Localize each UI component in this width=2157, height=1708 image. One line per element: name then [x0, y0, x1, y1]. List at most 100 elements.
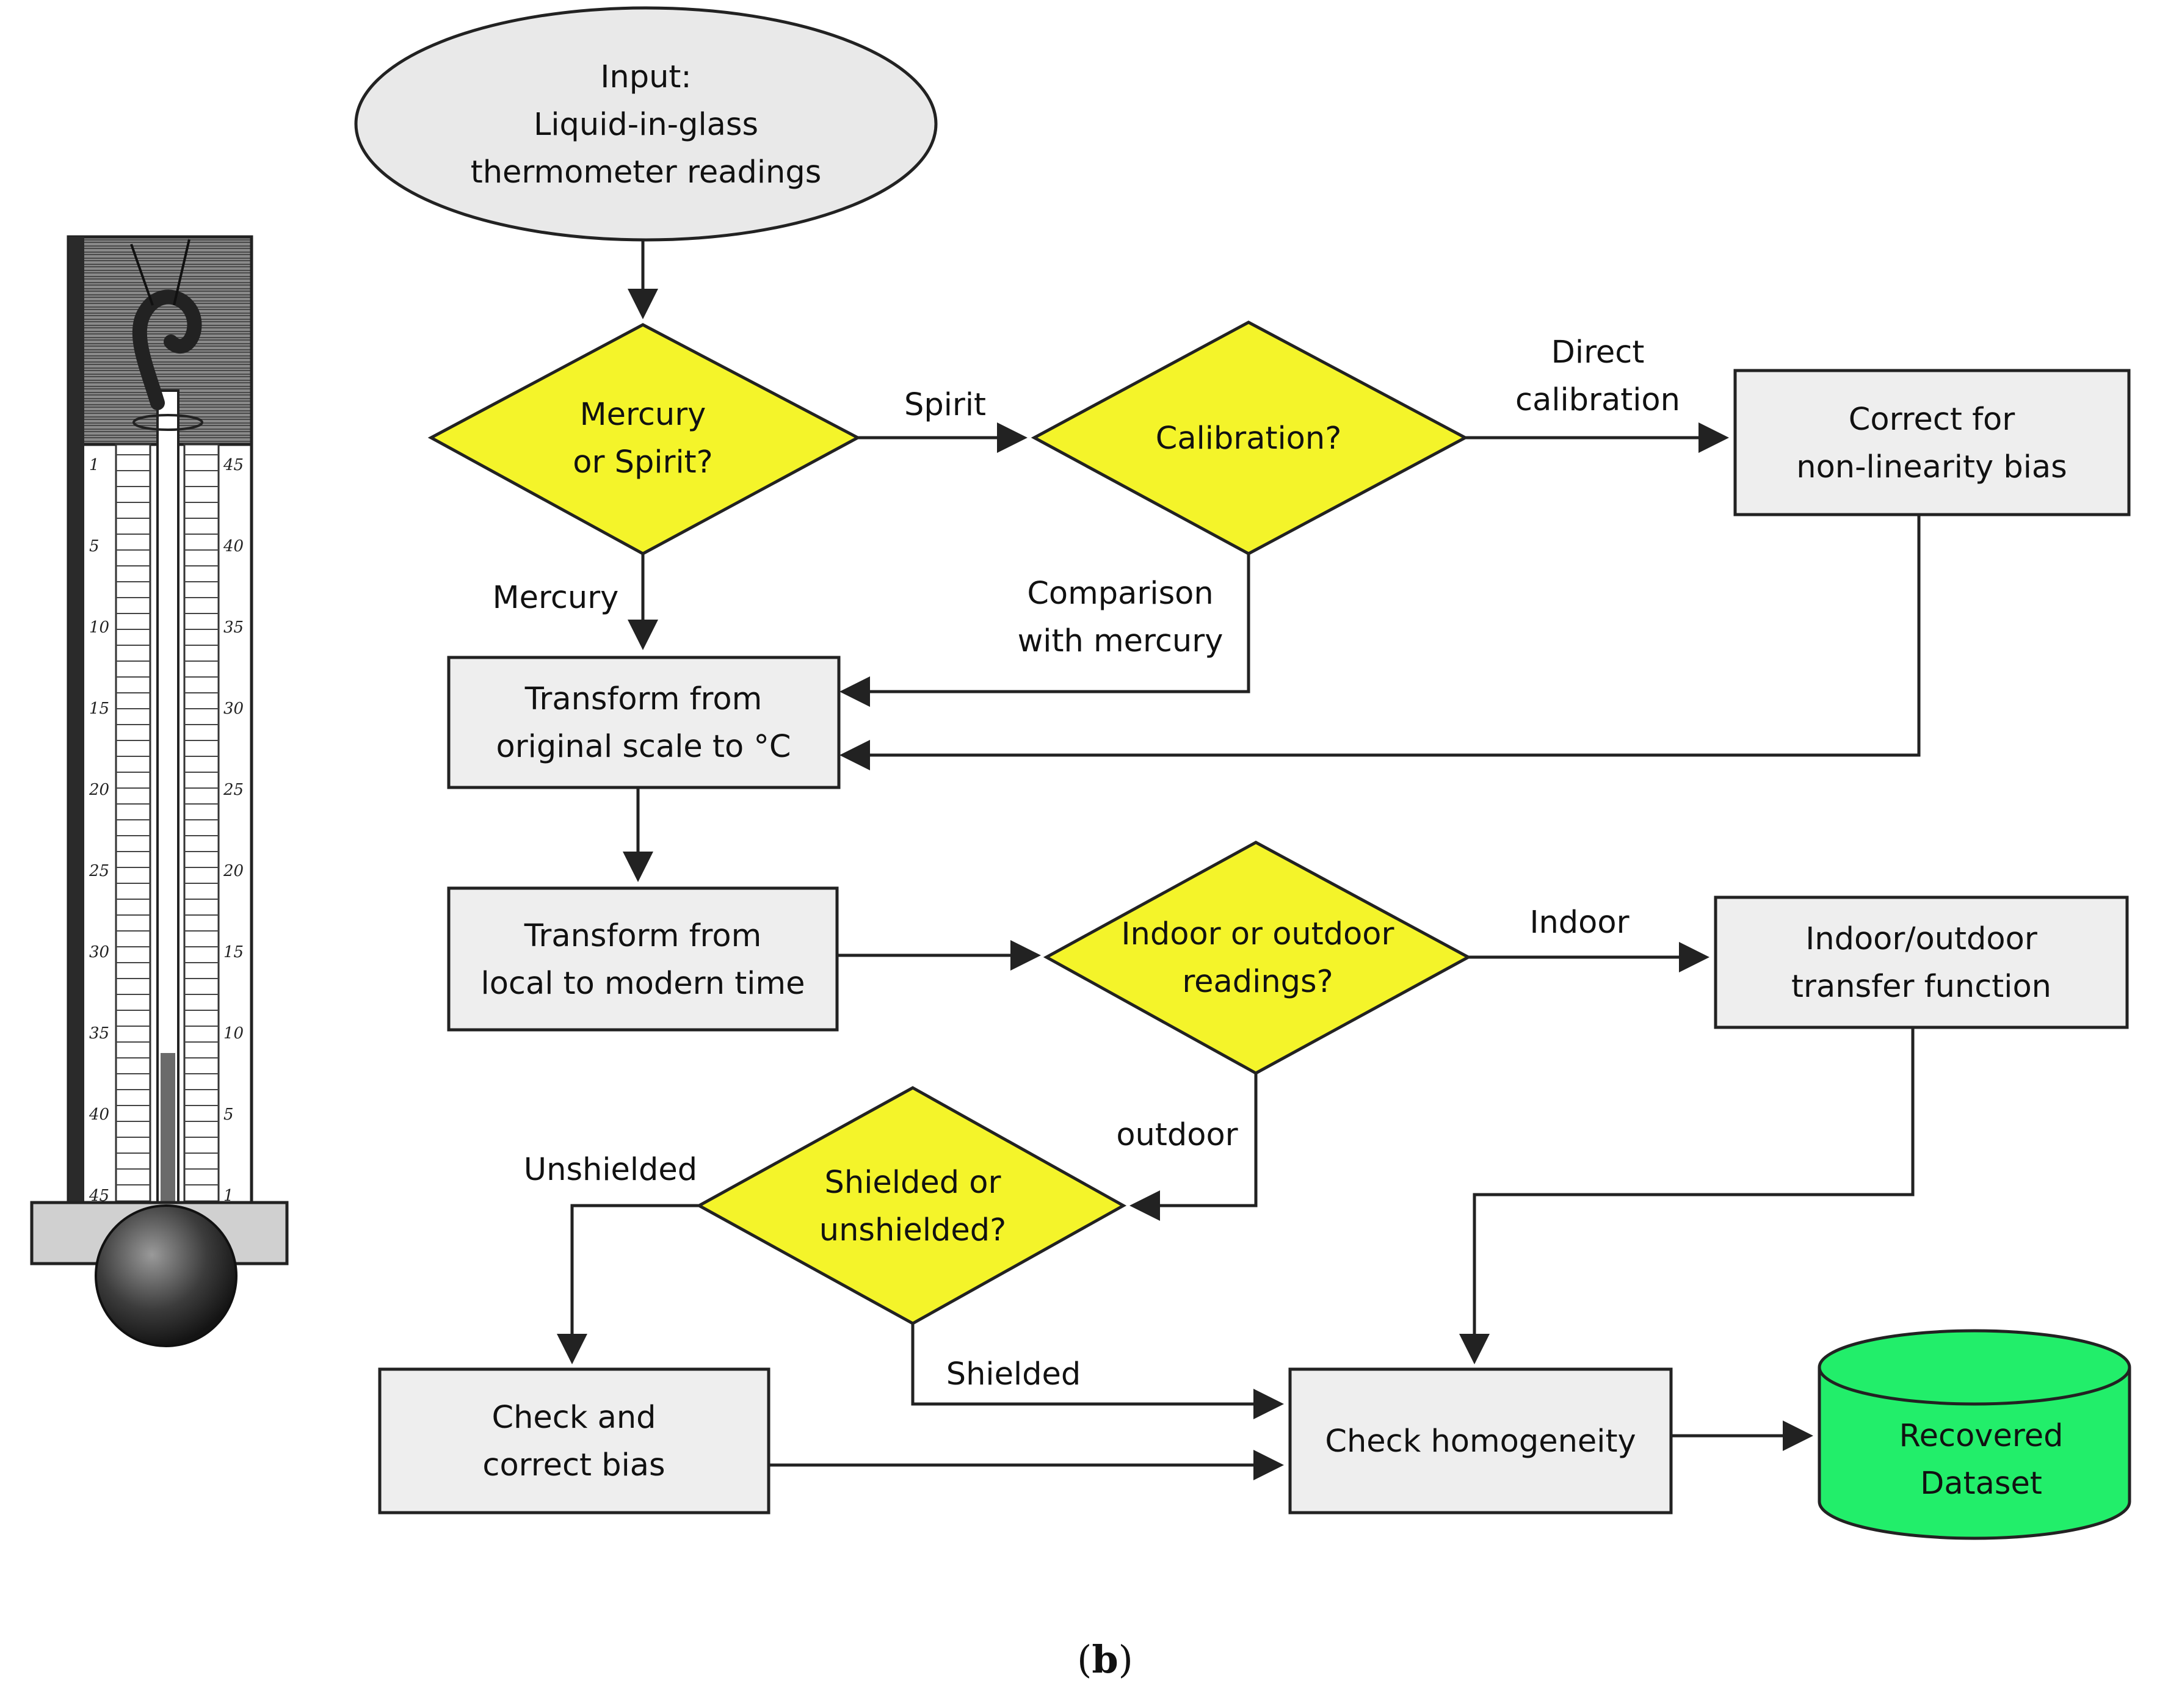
node-shielded-line: unshielded? — [819, 1212, 1006, 1248]
caption-close-paren: ) — [1118, 1637, 1133, 1682]
thermometer-right-scale-label: 5 — [223, 1105, 234, 1124]
arrow-outdoor-to-shielded — [1129, 1073, 1258, 1221]
caption-letter: b — [1092, 1637, 1118, 1682]
thermometer-right-scale-column — [183, 443, 220, 1203]
node-input-label: Input: Liquid-in-glass thermometer reading… — [471, 59, 822, 190]
thermometer-left-scale-column — [115, 443, 151, 1203]
node-input-line: Liquid-in-glass — [534, 107, 758, 143]
thermometer-left-scale-label: 5 — [89, 537, 100, 555]
node-homogeneity-line: Check homogeneity — [1325, 1424, 1636, 1460]
node-correct-nonlinearity-line: non-linearity bias — [1796, 449, 2067, 485]
node-input-line: Input: — [600, 59, 691, 95]
thermometer-right-scale-label: 45 — [223, 456, 244, 474]
edge-direct-calibration-line: calibration — [1515, 382, 1680, 418]
node-transform-time-line: Transform from — [524, 918, 762, 954]
edge-spirit-label: Spirit — [904, 387, 986, 423]
node-input-line: thermometer readings — [471, 154, 822, 190]
thermometer-right-scale-label: 25 — [223, 781, 244, 799]
figure-caption: (b) — [1077, 1637, 1133, 1682]
thermometer-left-scale-label: 40 — [89, 1105, 109, 1124]
node-check-bias-label: Check and correct bias — [482, 1400, 665, 1483]
node-calibration-label: Calibration? — [1156, 421, 1342, 457]
node-transform-time-label: Transform from local to modern time — [481, 918, 805, 1002]
edge-comparison-label: Comparison with mercury — [1018, 576, 1224, 659]
arrow-comparison-to-transform-scale — [839, 554, 1250, 707]
node-transfer-function-line: transfer function — [1791, 969, 2051, 1005]
node-recovered-line: Dataset — [1920, 1466, 2042, 1502]
edge-outdoor-line: outdoor — [1116, 1117, 1238, 1153]
thermometer-left-scale-label: 25 — [89, 862, 109, 880]
thermometer-right-scale-label: 35 — [223, 618, 244, 637]
node-correct-nonlinearity-label: Correct for non-linearity bias — [1796, 402, 2067, 485]
node-check-bias-line: Check and — [491, 1400, 656, 1436]
thermometer-left-scale-label: 1 — [89, 456, 100, 474]
thermometer-right-scale-label: 1 — [223, 1187, 234, 1205]
edge-shielded-line: Shielded — [946, 1356, 1081, 1392]
node-mercury-or-spirit-line: or Spirit? — [573, 444, 713, 480]
edge-shielded-label: Shielded — [946, 1356, 1081, 1392]
transfer-function-box — [1714, 896, 2129, 1029]
edge-comparison-line: Comparison — [1027, 576, 1213, 612]
indoor-outdoor-decision — [1043, 841, 1472, 1075]
transform-scale-box — [447, 656, 841, 789]
node-transform-scale-line: original scale to °C — [496, 729, 791, 765]
node-shielded-line: Shielded or — [825, 1165, 1001, 1201]
thermometer-right-scale-label: 10 — [223, 1024, 244, 1043]
edge-direct-calibration-line: Direct — [1551, 335, 1645, 371]
database-top — [1818, 1329, 2131, 1406]
edge-comparison-line: with mercury — [1018, 623, 1224, 659]
node-indoor-outdoor-line: Indoor or outdoor — [1122, 916, 1394, 952]
connectors — [557, 240, 1921, 1480]
thermometer-wire-ring — [132, 414, 203, 431]
edge-unshielded-line: Unshielded — [524, 1152, 697, 1188]
node-transform-scale-label: Transform from original scale to °C — [496, 681, 791, 765]
node-check-bias-line: correct bias — [482, 1447, 665, 1483]
arrow-correct-to-transform-scale — [839, 515, 1921, 770]
shielded-decision — [695, 1086, 1127, 1325]
edge-unshielded-label: Unshielded — [524, 1152, 697, 1188]
thermometer-left-scale-label: 35 — [89, 1024, 109, 1043]
thermometer-right-scale-label: 20 — [223, 862, 244, 880]
node-mercury-or-spirit-line: Mercury — [580, 397, 706, 433]
node-correct-nonlinearity-line: Correct for — [1849, 402, 2015, 438]
node-shielded-label: Shielded or unshielded? — [819, 1165, 1006, 1248]
mercury-or-spirit-decision — [427, 323, 861, 555]
transform-time-box — [447, 886, 839, 1032]
recovered-dataset-database — [1818, 1329, 2131, 1540]
thermometer-hanging-string — [130, 239, 190, 306]
node-transfer-function-line: Indoor/outdoor — [1805, 921, 2037, 957]
node-calibration-line: Calibration? — [1156, 421, 1342, 457]
edge-indoor-line: Indoor — [1529, 905, 1629, 941]
thermometer-left-scale-label: 10 — [89, 618, 109, 637]
thermometer-bulb — [95, 1204, 237, 1347]
thermometer-left-scale-label: 30 — [89, 943, 109, 961]
edge-direct-calibration-label: Direct calibration — [1515, 335, 1680, 418]
node-recovered-line: Recovered — [1899, 1418, 2064, 1454]
node-transform-time-line: local to modern time — [481, 966, 805, 1002]
thermometer-left-scale-label: 15 — [89, 700, 109, 718]
edge-mercury-line: Mercury — [493, 580, 619, 616]
calibration-decision — [1031, 320, 1469, 555]
caption-open-paren: ( — [1077, 1637, 1092, 1682]
thermometer-right-scale-label: 40 — [223, 537, 244, 555]
edge-indoor-label: Indoor — [1529, 905, 1629, 941]
check-bias-box — [378, 1367, 770, 1514]
node-mercury-or-spirit-label: Mercury or Spirit? — [573, 397, 713, 480]
input-terminal — [354, 6, 938, 242]
arrow-unshielded-to-check-bias — [557, 1204, 699, 1364]
thermometer-side-shade — [68, 237, 84, 1215]
node-transform-scale-line: Transform from — [524, 681, 763, 717]
thermometer-right-scale-label: 30 — [223, 700, 244, 718]
node-transfer-function-label: Indoor/outdoor transfer function — [1791, 921, 2051, 1005]
homogeneity-box — [1288, 1367, 1673, 1514]
edge-spirit-line: Spirit — [904, 387, 986, 423]
arrow-transfer-function-to-homogeneity — [1459, 1027, 1915, 1364]
thermometer-ticks — [116, 454, 219, 1185]
correct-nonlinearity-box — [1733, 369, 2131, 516]
